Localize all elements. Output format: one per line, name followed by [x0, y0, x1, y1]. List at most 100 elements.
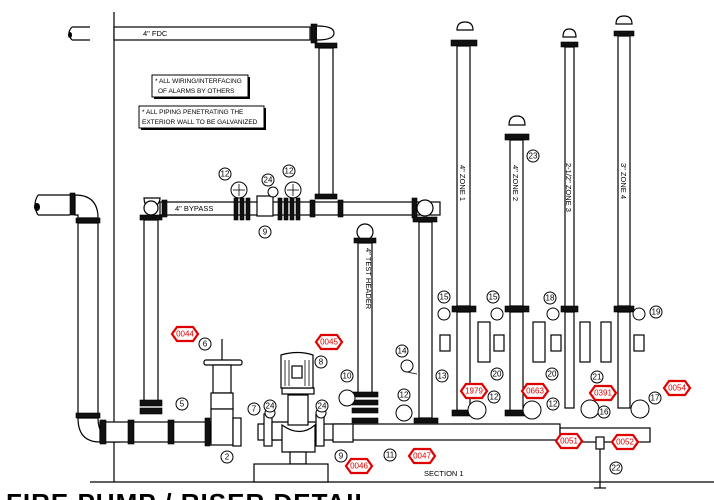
svg-text:15: 15 — [489, 293, 498, 302]
callout-7: 7 — [247, 402, 261, 416]
svg-text:24: 24 — [264, 176, 273, 185]
svg-text:0047: 0047 — [413, 452, 431, 461]
tag-1979[interactable]: 1979 — [459, 382, 489, 400]
tag-0054[interactable]: 0054 — [662, 379, 692, 397]
svg-text:5: 5 — [180, 400, 185, 409]
callout-9: 9 — [258, 225, 272, 239]
callout-9: 9 — [334, 449, 348, 463]
callout-15: 15 — [486, 290, 500, 304]
callout-5: 5 — [175, 397, 189, 411]
svg-text:0051: 0051 — [560, 437, 578, 446]
tag-0052[interactable]: 0052 — [610, 433, 640, 451]
tags: 0044 0045 0046 0047 1979 0663 0391 0054 … — [170, 325, 692, 475]
zone-2-label: 4" ZONE 2 — [511, 165, 520, 201]
drain-leg — [594, 436, 606, 489]
svg-text:12: 12 — [285, 167, 294, 176]
svg-text:0052: 0052 — [616, 438, 634, 447]
main-header-pipe — [99, 417, 651, 447]
svg-text:14: 14 — [398, 347, 407, 356]
fdc-label: 4" FDC — [143, 29, 168, 38]
callout-20: 20 — [545, 367, 559, 381]
callout-12: 12 — [397, 388, 411, 402]
svg-text:21: 21 — [593, 373, 602, 382]
bypass-label: 4" BYPASS — [175, 204, 213, 213]
zone-trim-gauges — [437, 307, 646, 363]
svg-text:11: 11 — [386, 451, 395, 460]
svg-text:8: 8 — [319, 358, 324, 367]
tag-0391[interactable]: 0391 — [588, 384, 618, 402]
tag-0663[interactable]: 0663 — [520, 382, 550, 400]
bypass-valve-left[interactable] — [230, 181, 248, 199]
svg-text:9: 9 — [339, 452, 344, 461]
svg-text:24: 24 — [266, 402, 275, 411]
svg-text:6: 6 — [203, 340, 208, 349]
svg-text:0054: 0054 — [668, 384, 686, 393]
drawing-title: FIRE PUMP / RISER DETAIL — [6, 488, 371, 500]
main-riser-pipe — [413, 221, 439, 424]
supply-pipe-outside — [34, 192, 121, 443]
svg-text:12: 12 — [490, 393, 499, 402]
svg-text:12: 12 — [549, 400, 558, 409]
callout-16: 16 — [597, 405, 611, 419]
check-valve — [332, 423, 354, 443]
section-label: SECTION 1 — [424, 469, 464, 478]
zone-4-label: 3" ZONE 4 — [619, 163, 628, 199]
callout-24: 24 — [263, 399, 277, 413]
svg-text:9: 9 — [263, 228, 268, 237]
fire-pump — [253, 351, 329, 483]
callout-6: 6 — [198, 337, 212, 351]
svg-text:18: 18 — [546, 294, 555, 303]
svg-text:0044: 0044 — [176, 330, 194, 339]
tag-0045[interactable]: 0045 — [314, 333, 344, 351]
svg-text:0046: 0046 — [350, 462, 368, 471]
svg-text:17: 17 — [651, 394, 660, 403]
bypass-riser-pipe — [139, 197, 163, 415]
callout-12: 12 — [546, 397, 560, 411]
tag-0046[interactable]: 0046 — [344, 457, 374, 475]
svg-text:22: 22 — [612, 464, 621, 473]
gate-valve — [203, 339, 243, 447]
callout-23: 23 — [526, 149, 540, 163]
callout-13: 13 — [435, 369, 449, 383]
callout-24: 24 — [315, 399, 329, 413]
tag-0051[interactable]: 0051 — [554, 432, 584, 450]
svg-text:13: 13 — [438, 372, 447, 381]
svg-text:1979: 1979 — [465, 387, 483, 396]
test-header-label: 4" TEST HEADER — [364, 248, 373, 310]
tag-0044[interactable]: 0044 — [170, 325, 200, 343]
svg-text:16: 16 — [600, 408, 609, 417]
svg-text:12: 12 — [400, 391, 409, 400]
svg-text:OF ALARMS BY OTHERS: OF ALARMS BY OTHERS — [158, 88, 235, 95]
zone-control-valves — [338, 389, 650, 422]
note-galvanized: * ALL PIPING PENETRATING THE EXTERIOR WA… — [138, 105, 266, 130]
zone-4-riser: 3" ZONE 4 — [613, 15, 635, 409]
svg-text:20: 20 — [548, 370, 557, 379]
svg-text:0391: 0391 — [594, 389, 612, 398]
bypass-pressure-gauge — [267, 186, 279, 198]
svg-text:* ALL WIRING/INTERFACING: * ALL WIRING/INTERFACING — [155, 78, 242, 85]
callouts: 12 24 12 9 23 6 8 5 7 24 24 2 10 9 14 13… — [175, 149, 663, 475]
callout-12: 12 — [218, 167, 232, 181]
svg-text:EXTERIOR WALL TO BE GALVANIZED: EXTERIOR WALL TO BE GALVANIZED — [142, 119, 258, 126]
svg-text:24: 24 — [318, 402, 327, 411]
svg-text:0045: 0045 — [320, 338, 338, 347]
svg-text:7: 7 — [252, 405, 257, 414]
zone-2-riser: 4" ZONE 2 — [504, 115, 530, 417]
callout-14: 14 — [395, 344, 409, 358]
bypass-valve-right[interactable] — [284, 181, 302, 199]
callout-24: 24 — [261, 173, 275, 187]
tag-0047[interactable]: 0047 — [407, 447, 437, 465]
fdc-pipe: 4" FDC — [68, 23, 338, 200]
zone-3-riser: 2-1/2" ZONE 3 — [560, 28, 579, 409]
callout-12: 12 — [487, 390, 501, 404]
callout-15: 15 — [437, 290, 451, 304]
callout-8: 8 — [314, 355, 328, 369]
svg-text:12: 12 — [221, 170, 230, 179]
callout-18: 18 — [543, 291, 557, 305]
svg-text:23: 23 — [529, 152, 538, 161]
callout-2: 2 — [220, 450, 234, 464]
svg-text:0663: 0663 — [526, 387, 544, 396]
callout-10: 10 — [340, 369, 354, 383]
zone-1-label: 4" ZONE 1 — [458, 165, 467, 201]
